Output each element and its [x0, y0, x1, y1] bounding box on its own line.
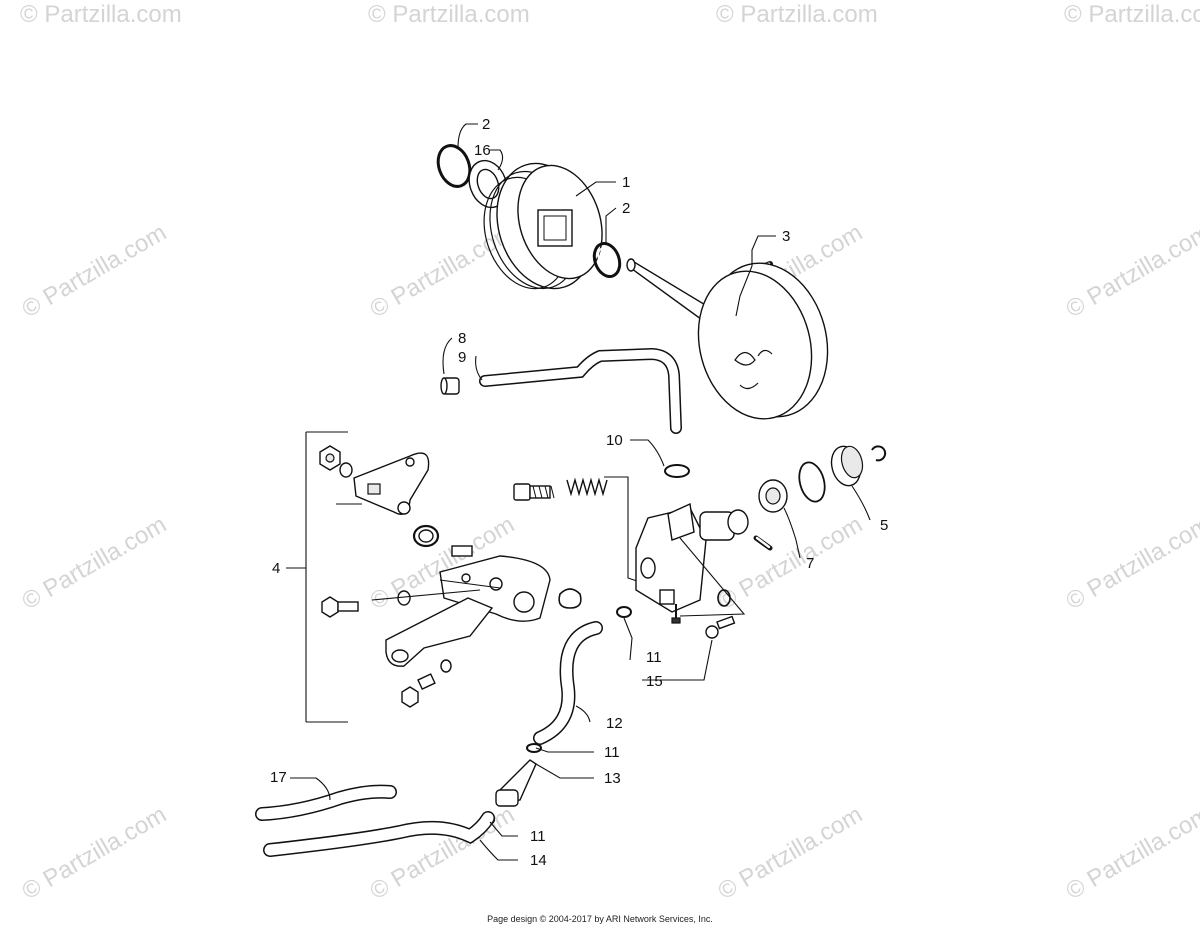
leader-line: [604, 476, 641, 583]
gasket: [558, 588, 582, 609]
vent-hose: [263, 811, 495, 857]
callout-13: 13: [604, 770, 621, 787]
hose-fitting: [495, 759, 537, 807]
hose-clamp: [616, 606, 632, 618]
torsion-spring: [412, 524, 440, 548]
snap-ring-upper: [436, 144, 472, 188]
flange-bolt: [321, 596, 359, 618]
hose-clamp: [526, 743, 542, 753]
callout-1: 1: [622, 174, 630, 191]
watermark: © Partzilla.com: [20, 1, 182, 28]
callout-10: 10: [606, 432, 623, 449]
hose-clamp: [664, 464, 690, 478]
lever-plate: [353, 452, 430, 515]
page-footer: Page design © 2004-2017 by ARI Network S…: [487, 914, 713, 924]
washer: [339, 462, 353, 478]
stud-bolt: [451, 545, 473, 557]
callout-11: 11: [604, 744, 620, 761]
watermark: © Partzilla.com: [1062, 219, 1200, 323]
o-ring: [798, 461, 826, 503]
pump-housing: [635, 502, 749, 624]
lock-nut: [319, 445, 341, 471]
watermark: © Partzilla.com: [366, 219, 520, 323]
callout-12: 12: [606, 715, 623, 732]
callout-9: 9: [458, 349, 466, 366]
callout-2: 2: [622, 200, 630, 217]
callout-15: 15: [646, 673, 663, 690]
callout-5: 5: [880, 517, 888, 534]
plunger-spring: [566, 477, 608, 497]
e-clip: [871, 445, 887, 462]
drain-hose: [255, 784, 397, 821]
callout-11: 11: [646, 649, 662, 666]
bearing: [758, 479, 788, 513]
leader-lines: [286, 123, 871, 861]
shaft-pin: [753, 535, 773, 551]
callout-16: 16: [474, 142, 491, 159]
watermark: © Partzilla.com: [18, 801, 172, 905]
coolant-hose: [533, 621, 603, 745]
watermark: © Partzilla.com: [1062, 801, 1200, 905]
callout-8: 8: [458, 330, 466, 347]
watermark: © Partzilla.com: [1064, 1, 1200, 28]
plunger-bolt: [513, 483, 555, 501]
callout-2: 2: [482, 116, 490, 133]
watermark: © Partzilla.com: [714, 801, 868, 905]
impeller: [830, 445, 864, 487]
watermark: © Partzilla.com: [368, 1, 530, 28]
callout-11: 11: [530, 828, 546, 845]
snap-ring-lower: [592, 242, 622, 278]
drive-pulley: [483, 162, 603, 290]
callout-3: 3: [782, 228, 790, 245]
watermark: © Partzilla.com: [1062, 511, 1200, 615]
control-arm: [385, 597, 494, 667]
pulley-seal: [468, 159, 508, 209]
screw: [705, 615, 736, 639]
watermark: © Partzilla.com: [716, 1, 878, 28]
watermark: © Partzilla.com: [366, 801, 520, 905]
shaft-flywheel: [626, 258, 829, 420]
callout-17: 17: [270, 769, 287, 786]
bypass-hose: [479, 347, 682, 434]
callout-7: 7: [806, 555, 814, 572]
washer: [397, 590, 411, 606]
hose-spacer: [440, 377, 460, 395]
watermark: © Partzilla.com: [18, 219, 172, 323]
callout-14: 14: [530, 852, 547, 869]
small-washer: [440, 659, 452, 673]
watermark: © Partzilla.com: [18, 511, 172, 615]
lower-bolt: [401, 673, 436, 708]
callout-4: 4: [272, 560, 280, 577]
